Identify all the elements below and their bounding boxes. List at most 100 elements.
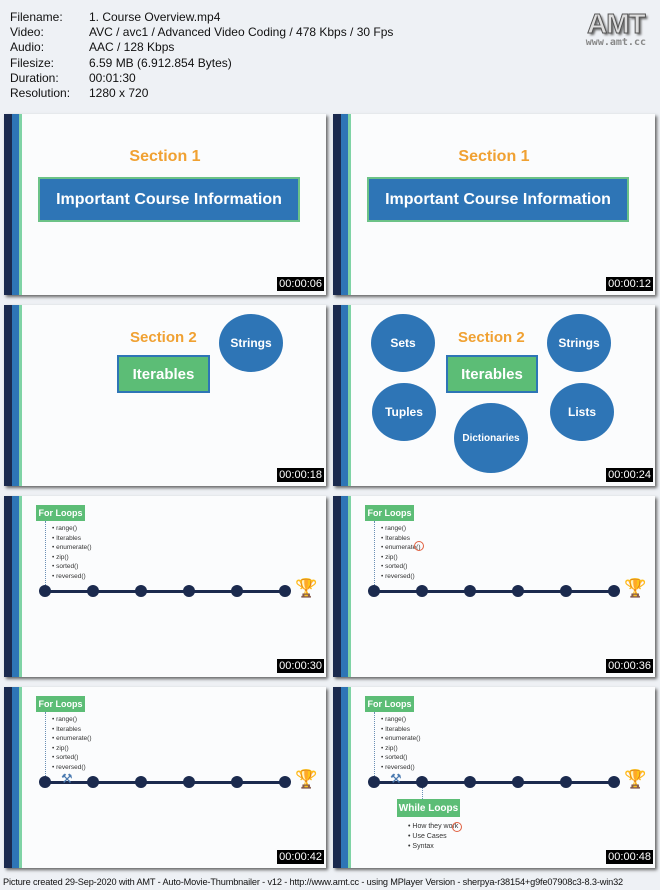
timeline-node	[183, 585, 195, 597]
timeline-node	[416, 585, 428, 597]
dotted-connector	[374, 521, 375, 587]
slide-stripe	[341, 114, 348, 295]
info-row-video: Video: AVC / avc1 / Advanced Video Coding…	[10, 25, 393, 40]
timeline-node	[183, 776, 195, 788]
list-item: • enumerate()	[52, 544, 92, 551]
topic-circle: Strings	[219, 314, 283, 372]
timestamp: 00:00:24	[606, 468, 653, 482]
dotted-connector	[422, 788, 423, 799]
timeline-node	[416, 776, 428, 788]
while-loops-list: • How they work• Use Cases• Syntax	[408, 822, 458, 852]
logo-url: www.amt.cc	[585, 37, 646, 48]
trophy-icon: 🏆	[295, 578, 318, 598]
timeline-line	[374, 781, 614, 784]
timeline-node	[512, 585, 524, 597]
list-item: • How they work	[408, 823, 459, 830]
timeline-line	[45, 590, 285, 593]
list-item: • Syntax	[408, 843, 434, 850]
video-thumbnail[interactable]: For Loops• range()• Iterables• enumerate…	[4, 687, 326, 868]
info-key: Filesize:	[10, 55, 55, 70]
list-item: • enumerate()	[381, 735, 421, 742]
info-value: AVC / avc1 / Advanced Video Coding / 478…	[89, 25, 394, 40]
timeline-node	[39, 776, 51, 788]
list-item: • zip()	[381, 744, 398, 752]
list-item: • range()	[381, 716, 407, 723]
amt-logo: AMT www.amt.cc	[585, 8, 647, 49]
list-item: • range()	[52, 525, 78, 532]
slide-stripe	[19, 496, 22, 677]
slide-stripe	[4, 496, 12, 677]
topic-circle: Tuples	[372, 383, 436, 441]
section-heading: Section 1	[458, 148, 530, 165]
slide-stripe	[12, 114, 19, 295]
title-box: Important Course Information	[367, 177, 629, 222]
timeline-node	[135, 776, 147, 788]
trophy-icon: 🏆	[295, 769, 318, 789]
timeline-node	[464, 585, 476, 597]
list-item: • zip()	[381, 553, 398, 561]
slide-stripe	[341, 305, 348, 486]
timeline-node	[368, 776, 380, 788]
for-loops-list: • range()• Iterables• enumerate()• zip()…	[381, 524, 421, 581]
tools-icon: ⚒	[390, 771, 402, 786]
slide-stripe	[348, 687, 351, 868]
file-info: Filename:1. Course Overview.mp4 Video: AV…	[10, 10, 393, 101]
timeline-node	[464, 776, 476, 788]
video-thumbnail[interactable]: For Loops• range()• Iterables• enumerate…	[333, 496, 655, 677]
slide-stripe	[4, 687, 12, 868]
trophy-icon: 🏆	[624, 578, 647, 598]
info-value: 00:01:30	[89, 70, 136, 85]
info-key: Audio:	[10, 40, 45, 55]
logo-text: AMT	[587, 8, 647, 40]
while-loops-label: While Loops	[397, 799, 460, 817]
dotted-connector	[45, 712, 46, 778]
section-heading: Section 1	[129, 148, 201, 165]
info-row-duration: Duration:00:01:30	[10, 71, 393, 86]
title-box: Important Course Information	[38, 177, 300, 222]
list-item: • Iterables	[52, 534, 82, 542]
timeline-node	[87, 585, 99, 597]
for-loops-label: For Loops	[36, 505, 85, 521]
list-item: • zip()	[52, 553, 69, 561]
timeline-node	[39, 585, 51, 597]
slide-stripe	[333, 496, 341, 677]
footer-credit: Picture created 29-Sep-2020 with AMT - A…	[3, 877, 623, 887]
timeline-node	[608, 776, 620, 788]
timeline-node	[135, 585, 147, 597]
timeline-node	[512, 776, 524, 788]
timestamp: 00:00:48	[606, 850, 653, 864]
slide-stripe	[341, 496, 348, 677]
info-row-filename: Filename:1. Course Overview.mp4	[10, 10, 393, 25]
for-loops-label: For Loops	[36, 696, 85, 712]
slide-stripe	[12, 305, 19, 486]
for-loops-list: • range() • Iterables • enumerate() • zip()…	[52, 524, 92, 581]
timeline-node	[87, 776, 99, 788]
dotted-connector	[45, 521, 46, 587]
info-value: AAC / 128 Kbps	[89, 40, 175, 55]
list-item: • sorted()	[381, 754, 408, 761]
info-row-resolution: Resolution:1280 x 720	[10, 86, 393, 101]
video-thumbnail[interactable]: For Loops • range() • Iterables • enumerate…	[4, 496, 326, 677]
info-row-filesize: Filesize: 6.59 MB (6.912.854 Bytes)	[10, 56, 393, 71]
section-heading: Section 2	[130, 329, 197, 346]
list-item: • reversed()	[381, 572, 415, 580]
list-item: • sorted()	[52, 754, 79, 761]
slide-stripe	[333, 305, 341, 486]
info-value: 6.59 MB (6.912.854 Bytes)	[89, 55, 232, 70]
list-item: • sorted()	[381, 563, 408, 570]
timeline-node	[560, 585, 572, 597]
slide-stripe	[341, 687, 348, 868]
timeline-node	[608, 585, 620, 597]
slide-stripe	[19, 687, 22, 868]
list-item: • reversed()	[52, 572, 86, 580]
timeline-node	[231, 585, 243, 597]
list-item: • range()	[52, 716, 78, 723]
slide-stripe	[348, 305, 351, 486]
info-key: Video:	[10, 25, 44, 40]
timestamp: 00:00:18	[277, 468, 324, 482]
video-thumbnail[interactable]: For Loops• range()• Iterables• enumerate…	[333, 687, 655, 868]
